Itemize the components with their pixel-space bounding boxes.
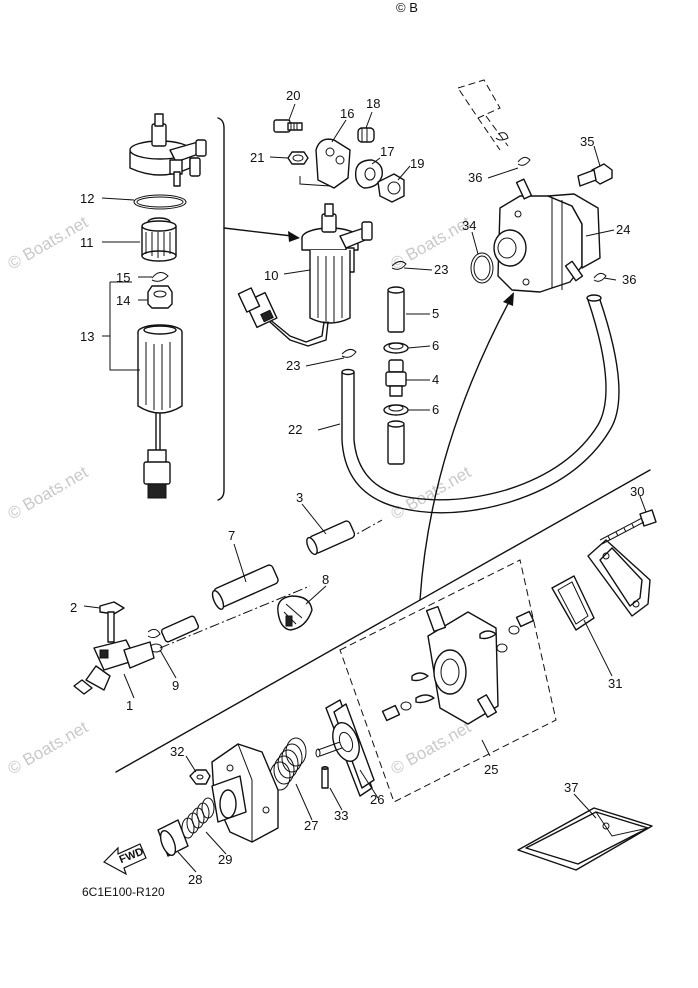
- callout-8: 8: [322, 572, 329, 587]
- callout-36b: 36: [622, 272, 636, 287]
- callout-13: 13: [80, 329, 94, 344]
- callout-33: 33: [334, 808, 348, 823]
- callout-28: 28: [188, 872, 202, 887]
- plunger-28: [157, 819, 189, 857]
- callout-19: 19: [410, 156, 424, 171]
- filter-bracket-set: [273, 119, 405, 203]
- spring-29: [181, 797, 215, 839]
- callout-34: 34: [462, 218, 476, 233]
- callout-25: 25: [484, 762, 498, 777]
- diagram-code: 6C1E100-R120: [82, 885, 165, 899]
- callout-1: 1: [126, 698, 133, 713]
- callout-22: 22: [288, 422, 302, 437]
- callout-3: 3: [296, 490, 303, 505]
- callout-36: 36: [468, 170, 482, 185]
- spring-27: [269, 737, 307, 791]
- callout-29: 29: [218, 852, 232, 867]
- hose-fittings: [341, 260, 409, 465]
- callout-4: 4: [432, 372, 439, 387]
- fuel-filter-10: [237, 203, 373, 347]
- callout-27: 27: [304, 818, 318, 833]
- pump-housing: [189, 743, 279, 843]
- watermark: © Boats.net: [5, 462, 92, 523]
- callout-11: 11: [80, 235, 94, 250]
- manual-37: [517, 807, 653, 871]
- callout-7: 7: [228, 528, 235, 543]
- divider-line: [115, 469, 651, 773]
- assembly-arrow: [419, 292, 514, 601]
- callout-5: 5: [432, 306, 439, 321]
- fuel-filter-assembly: [129, 113, 207, 499]
- callout-26: 26: [370, 792, 384, 807]
- watermark: © Boats.net: [5, 212, 92, 273]
- fwd-arrow: FWD: [103, 843, 147, 876]
- copyright-mark: © B: [396, 0, 418, 15]
- callout-32: 32: [170, 744, 184, 759]
- leader-lines: [83, 103, 647, 873]
- fuel-pump-24: [457, 79, 613, 293]
- callout-6: 6: [432, 338, 439, 353]
- cover-31: [551, 509, 657, 631]
- callout-6b: 6: [432, 402, 439, 417]
- hose-set: [147, 519, 383, 653]
- pump-kit-parts: [381, 605, 535, 725]
- callout-30: 30: [630, 484, 644, 499]
- callout-23b: 23: [286, 358, 300, 373]
- callout-2: 2: [70, 600, 77, 615]
- callout-15: 15: [116, 270, 130, 285]
- watermark: © Boats.net: [5, 717, 92, 778]
- diaphragm-26: [315, 699, 375, 797]
- callout-31: 31: [608, 676, 622, 691]
- callout-37: 37: [564, 780, 578, 795]
- callout-12: 12: [80, 191, 94, 206]
- callout-18: 18: [366, 96, 380, 111]
- callouts: 1 2 3 4 5 6 6 7 8 9 10 11 12 13 14 15 16…: [70, 88, 644, 887]
- callout-35: 35: [580, 134, 594, 149]
- callout-16: 16: [340, 106, 354, 121]
- callout-17: 17: [380, 144, 394, 159]
- callout-10: 10: [264, 268, 278, 283]
- kit-boundary: [339, 559, 557, 803]
- group-bracket: [217, 117, 300, 501]
- callout-20: 20: [286, 88, 300, 103]
- callout-21: 21: [250, 150, 264, 165]
- fuel-hose-22: [341, 294, 620, 514]
- callout-24: 24: [616, 222, 630, 237]
- callout-9: 9: [172, 678, 179, 693]
- callout-23: 23: [434, 262, 448, 277]
- joint-1: [73, 601, 155, 695]
- watermark: © Boats.net: [388, 717, 475, 778]
- callout-14: 14: [116, 293, 130, 308]
